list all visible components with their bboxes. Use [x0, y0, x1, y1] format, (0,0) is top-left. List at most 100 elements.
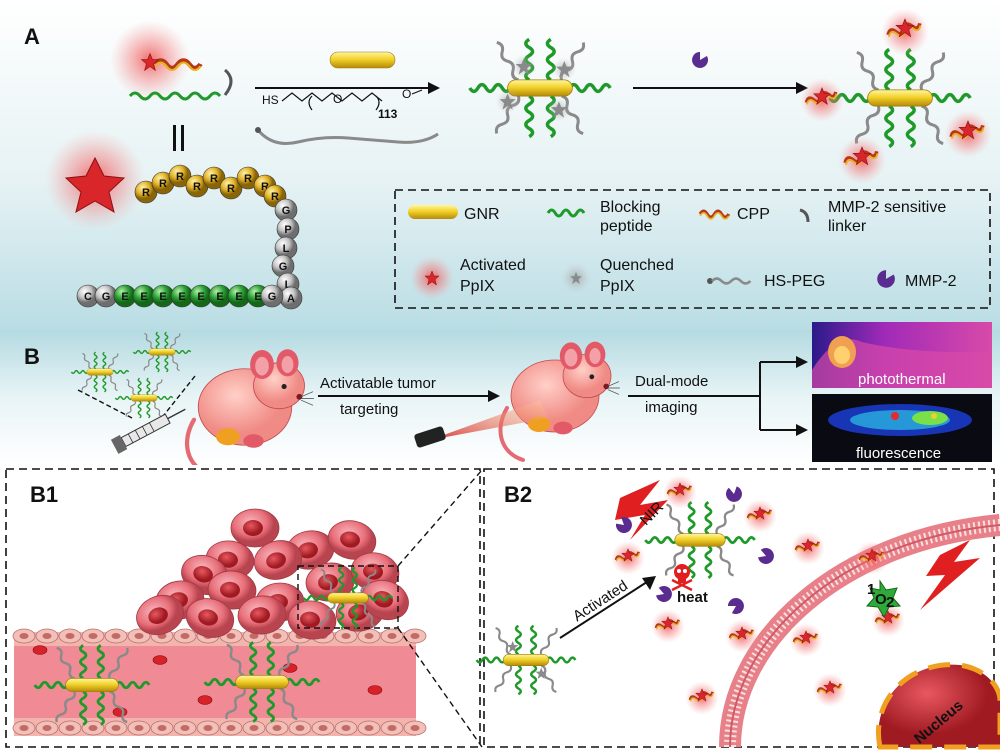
cell-membrane [719, 514, 1000, 748]
svg-text:G: G [282, 205, 291, 217]
peptide-residue-glu: E [170, 284, 194, 308]
quenched-nanoprobe [470, 39, 610, 136]
peptide-residue-arg: R [168, 164, 192, 188]
legend-mmp2: MMP-2 [905, 273, 957, 290]
endothelial-cell [104, 720, 128, 736]
svg-text:R: R [176, 171, 184, 183]
endothelial-cell [12, 720, 36, 736]
peptide-overview [110, 20, 233, 101]
endothelial-cell [127, 720, 151, 736]
legend-peg: HS-PEG [764, 273, 825, 290]
endothelial-cell [380, 720, 404, 736]
laser-icon [414, 400, 548, 448]
photothermal-label: photothermal [858, 371, 946, 388]
reagent-o2: O [402, 87, 411, 101]
svg-text:R: R [227, 183, 235, 195]
svg-text:E: E [254, 291, 261, 303]
panel-b2-label: B2 [504, 482, 532, 507]
endothelial-cell [334, 720, 358, 736]
svg-text:G: G [279, 261, 288, 273]
svg-text:E: E [159, 291, 166, 303]
svg-text:R: R [261, 181, 269, 193]
fluorescence-image: fluorescence [812, 394, 992, 462]
zoom-box [297, 565, 399, 629]
svg-text:P: P [284, 224, 291, 236]
endothelial-cell [35, 628, 59, 644]
svg-text:A: A [287, 293, 295, 305]
panel-b-label: B [24, 344, 40, 369]
svg-text:C: C [84, 291, 92, 303]
light-bolt-icon [920, 540, 980, 610]
legend: GNR Blocking peptide CPP MMP-2 sensitive… [394, 189, 991, 309]
legend-quenched-2: PpIX [600, 278, 635, 295]
svg-text:R: R [159, 178, 167, 190]
reagent-o1: O [333, 92, 342, 106]
syringe-icon [110, 408, 186, 454]
peptide-residue-glu: E [113, 284, 137, 308]
equivalence-sign [173, 125, 184, 151]
endothelial-cell [357, 720, 381, 736]
endothelial-cell [58, 628, 82, 644]
svg-text:G: G [102, 291, 111, 303]
endothelial-cell [150, 720, 174, 736]
injected-nanoprobes [71, 332, 196, 421]
peptide-residue-gly: G [260, 284, 284, 308]
peptide-residue-glu: E [132, 284, 156, 308]
legend-blocking-2: peptide [600, 218, 653, 235]
endothelial-cell [12, 628, 36, 644]
endothelial-cell [104, 628, 128, 644]
panel-b1-label: B1 [30, 482, 58, 507]
o2-sup: 1 [867, 581, 875, 598]
svg-text:R: R [244, 173, 252, 185]
svg-text:E: E [121, 291, 128, 303]
reagent-n: 113 [378, 107, 398, 121]
svg-text:R: R [271, 191, 279, 203]
reagent-hs: HS [262, 93, 279, 107]
svg-text:L: L [283, 243, 290, 255]
endothelial-cell [219, 720, 243, 736]
legend-cpp: CPP [737, 206, 770, 223]
svg-text:E: E [178, 291, 185, 303]
legend-activated-2: PpIX [460, 278, 495, 295]
legend-gnr: GNR [464, 206, 500, 223]
svg-text:R: R [142, 187, 150, 199]
peptide-residue-glu: E [208, 284, 232, 308]
legend-linker-1: MMP-2 sensitive [828, 199, 946, 216]
svg-text:E: E [197, 291, 204, 303]
fluorescence-label: fluorescence [856, 445, 941, 462]
legend-gnr-icon [408, 205, 458, 219]
peptide-residue-linker: A [279, 286, 303, 310]
peptide-residue-arg: R [134, 180, 158, 204]
endothelial-cell [173, 628, 197, 644]
heat-label: heat [677, 589, 708, 606]
svg-text:R: R [210, 173, 218, 185]
peptide-residue-glu: G [94, 284, 118, 308]
imaging-label-2: imaging [645, 399, 698, 416]
endothelial-cell [196, 720, 220, 736]
imaging-label-1: Dual-mode [635, 373, 708, 390]
endothelial-cell [403, 720, 427, 736]
b2-activation-arrow [559, 579, 651, 639]
endothelial-cell [35, 720, 59, 736]
svg-text:E: E [140, 291, 147, 303]
photothermal-image: photothermal [812, 322, 992, 388]
endothelial-cell [81, 628, 105, 644]
endothelial-cell [265, 720, 289, 736]
endothelial-cell [242, 720, 266, 736]
tumor-cell [230, 508, 280, 548]
legend-blocking-1: Blocking [600, 199, 660, 216]
gnr-reagent-icon [329, 51, 396, 69]
synthesis-arrow: HS O 113 O [255, 51, 440, 145]
svg-text:E: E [235, 291, 242, 303]
peptide-residue-glu: E [151, 284, 175, 308]
panel-a-label: A [24, 24, 40, 49]
svg-text:E: E [216, 291, 223, 303]
endothelial-cell [173, 720, 197, 736]
svg-text:G: G [268, 291, 277, 303]
o2-sub: 2 [886, 594, 894, 611]
peptide-residue-glu: E [227, 284, 251, 308]
peptide-residue-glu: E [189, 284, 213, 308]
svg-text:L: L [285, 279, 292, 291]
